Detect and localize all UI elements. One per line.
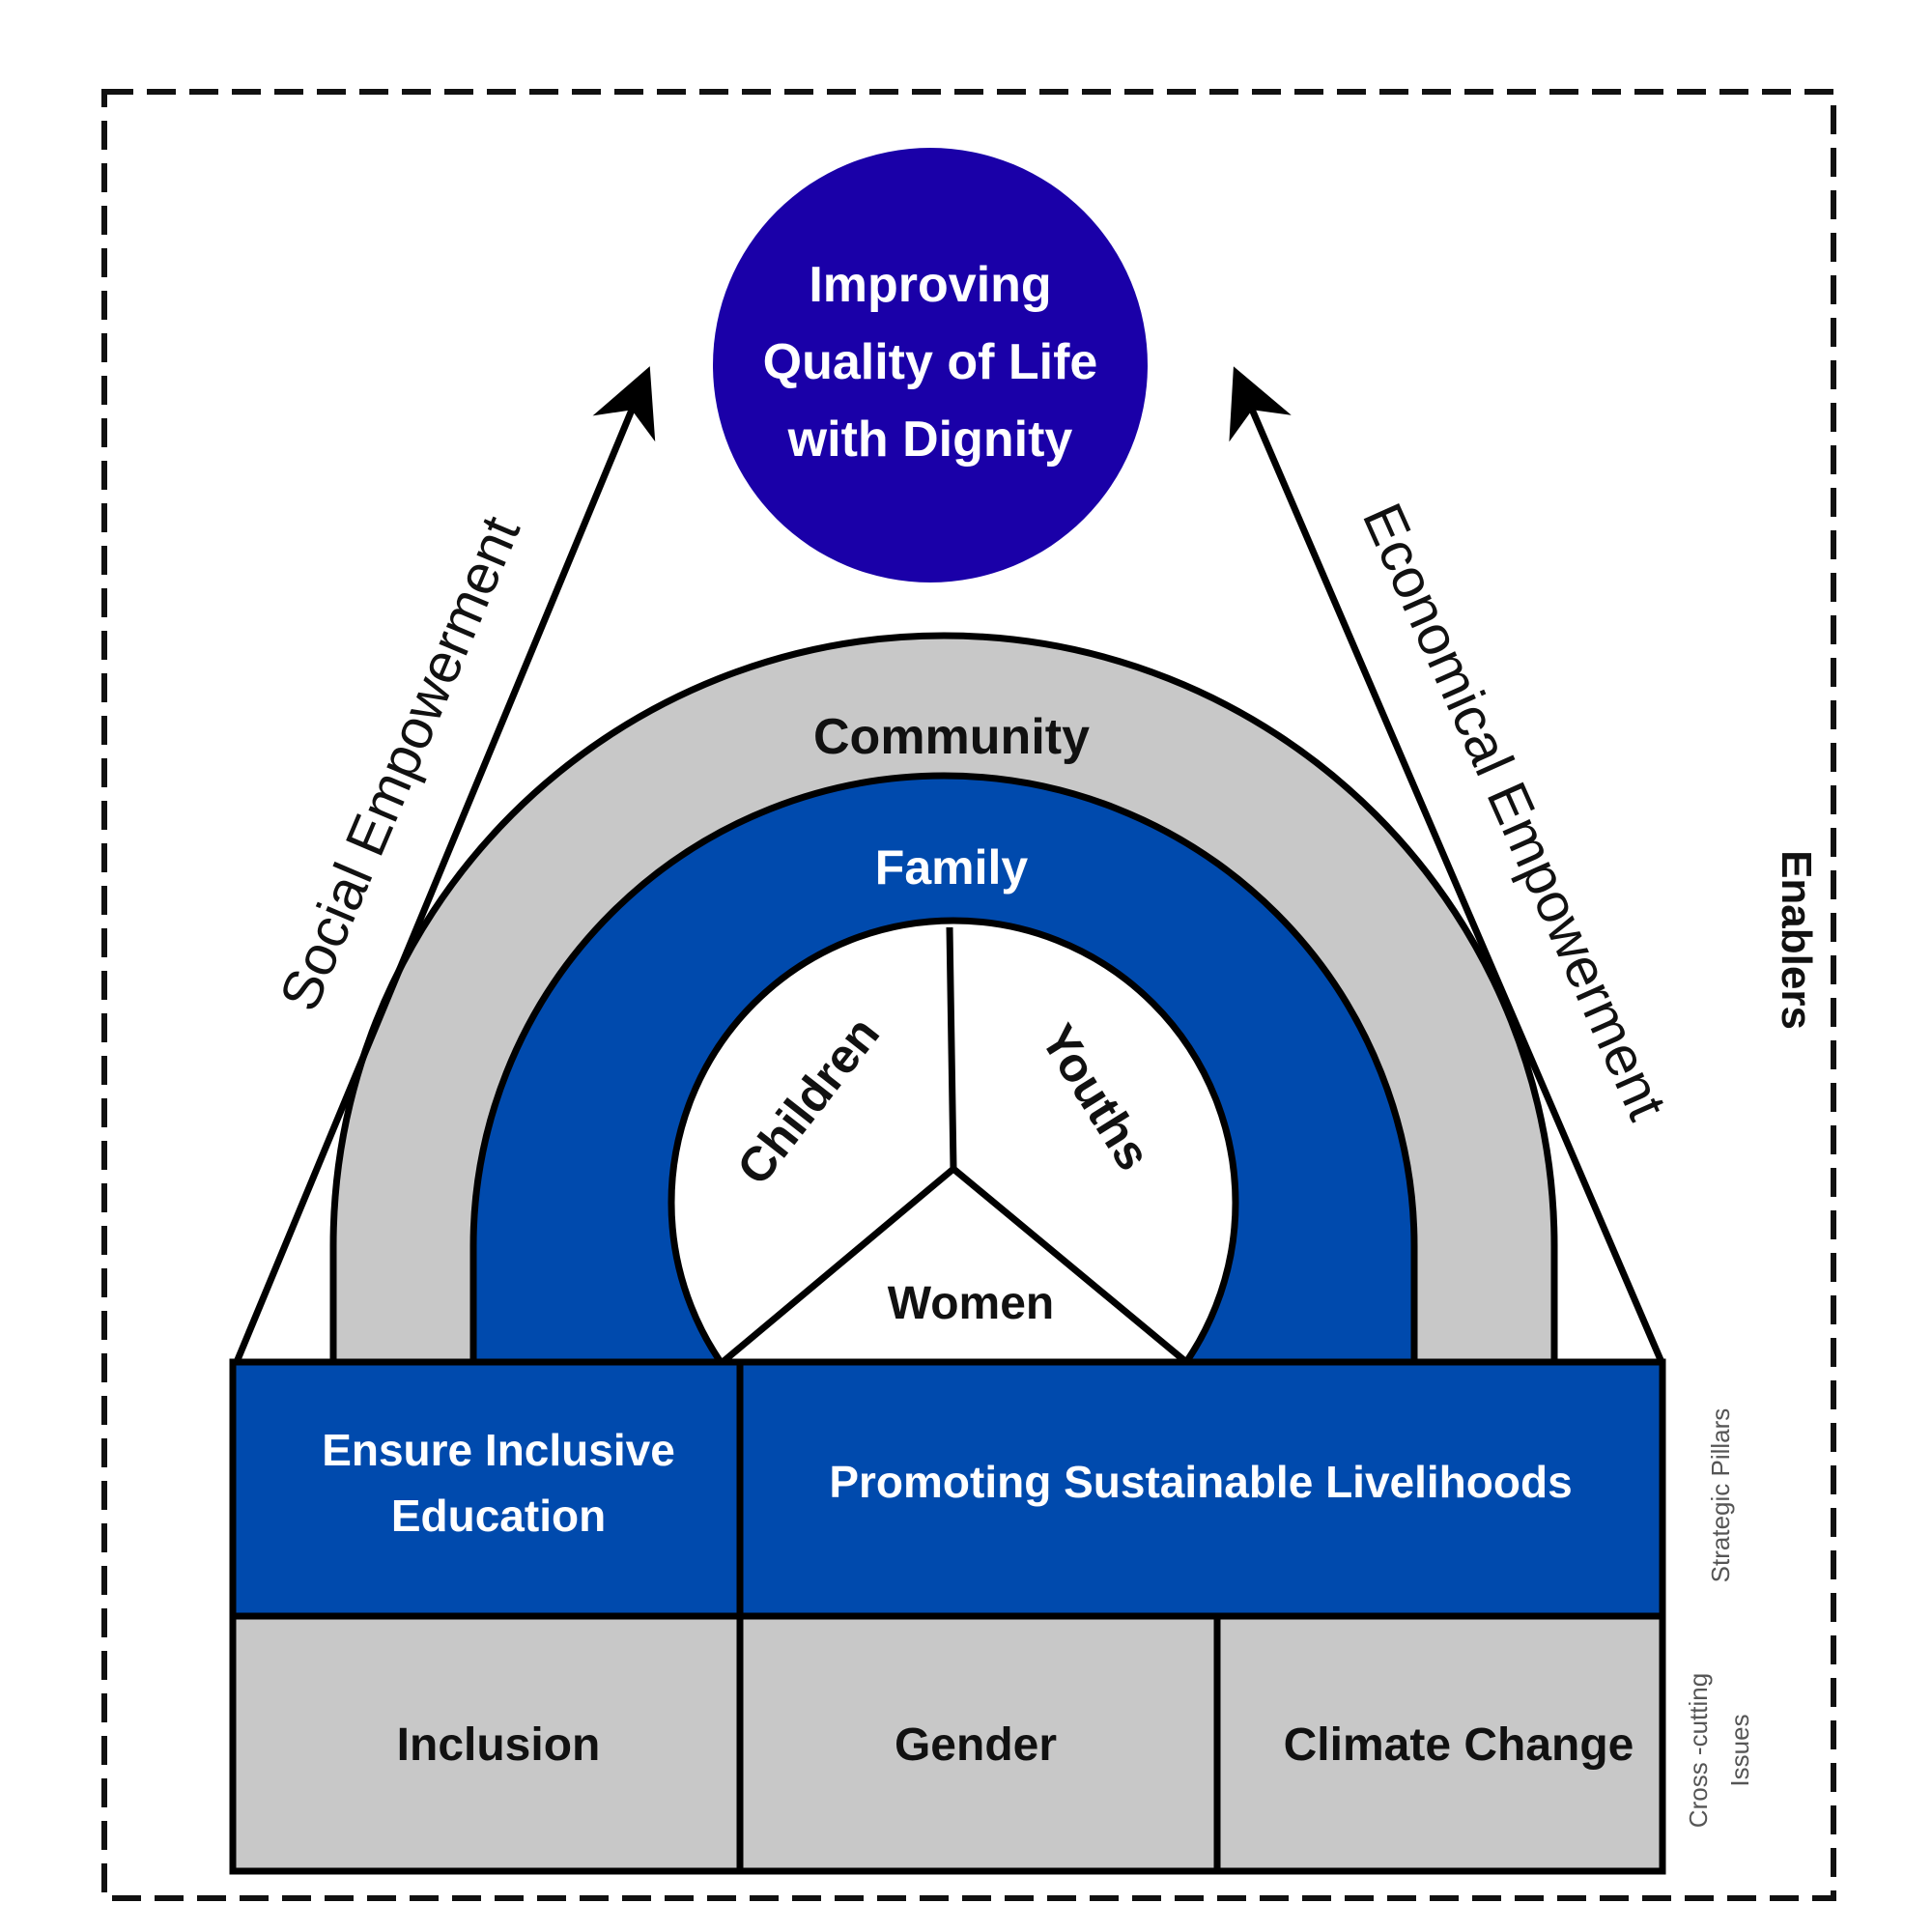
family-label: Family	[875, 840, 1029, 895]
cross-cutting-side-label-2: Issues	[1725, 1714, 1754, 1786]
issue-inclusion-label: Inclusion	[397, 1719, 601, 1771]
pillar-livelihoods-label: Promoting Sustainable Livelihoods	[829, 1457, 1572, 1507]
goal-circle	[713, 148, 1148, 582]
goal-line-3: with Dignity	[787, 412, 1073, 468]
pillar-education-line-1: Ensure Inclusive	[322, 1425, 675, 1475]
segment-dividers	[720, 926, 1189, 1365]
enablers-frame	[101, 89, 1836, 1901]
strategic-pillars-side-label: Strategic Pillars	[1706, 1408, 1735, 1583]
issue-inclusion-box	[229, 1612, 744, 1875]
economic-empowerment-arrow	[1229, 366, 1665, 1364]
enablers-label: Enablers	[1773, 850, 1820, 1030]
pillar-livelihoods-box	[736, 1358, 1666, 1620]
cross-cutting-side-label-1: Cross -cutting	[1684, 1673, 1713, 1828]
social-empowerment-arrow	[233, 366, 656, 1364]
goal-line-1: Improving	[809, 257, 1051, 313]
goal-line-2: Quality of Life	[763, 334, 1098, 390]
women-label: Women	[888, 1278, 1054, 1329]
pillar-education-line-2: Education	[391, 1491, 606, 1541]
issue-gender-label: Gender	[895, 1719, 1057, 1771]
issue-gender-box	[736, 1612, 1221, 1875]
issue-climate-label: Climate Change	[1284, 1719, 1634, 1771]
community-label: Community	[813, 709, 1090, 765]
issue-climate-box	[1213, 1612, 1666, 1875]
pillar-education-box	[229, 1358, 744, 1620]
